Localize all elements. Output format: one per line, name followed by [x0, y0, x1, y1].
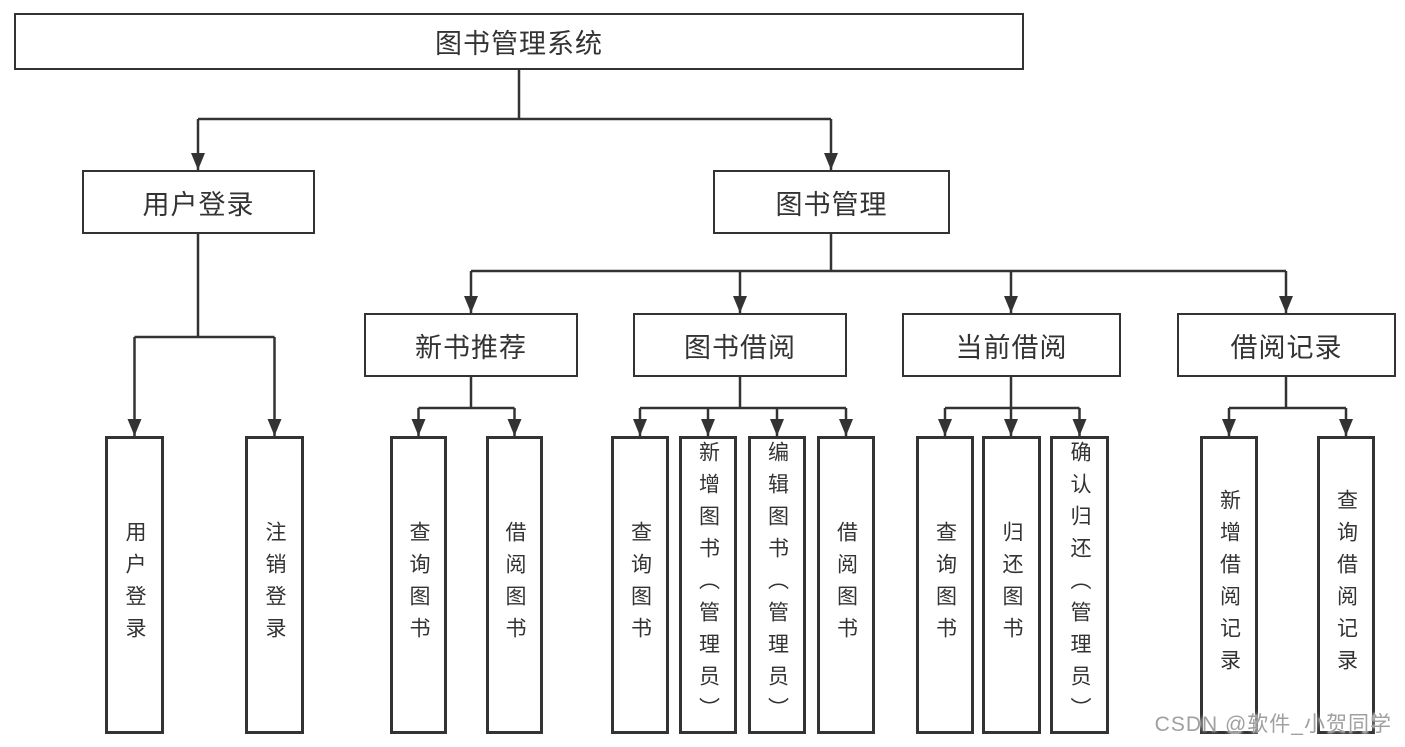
node-borrow-records: 借阅记录 — [1177, 313, 1396, 377]
leaf-bb-edit-books-label: 编辑图书（管理员） — [765, 441, 789, 729]
leaf-user-login: 用户登录 — [105, 436, 164, 734]
node-new-book-recommend-label: 新书推荐 — [415, 332, 527, 363]
node-book-borrow-label: 图书借阅 — [684, 332, 796, 363]
leaf-logout: 注销登录 — [245, 436, 304, 734]
leaf-br-add-record: 新增借阅记录 — [1200, 436, 1258, 734]
node-book-management: 图书管理 — [713, 170, 950, 234]
leaf-bb-borrow-books-label: 借阅图书 — [834, 521, 858, 649]
node-user-login: 用户登录 — [82, 170, 315, 234]
tree-spine-lines — [134, 70, 1346, 410]
leaf-user-login-label: 用户登录 — [123, 521, 146, 649]
leaf-bb-query-books-label: 查询图书 — [628, 521, 652, 649]
leaf-br-query-record: 查询借阅记录 — [1317, 436, 1375, 734]
node-current-borrow: 当前借阅 — [902, 313, 1121, 377]
node-root-label: 图书管理系统 — [435, 29, 603, 59]
node-current-borrow-label: 当前借阅 — [955, 332, 1068, 363]
node-user-login-label: 用户登录 — [142, 189, 255, 220]
leaf-bb-add-books: 新增图书（管理员） — [679, 436, 737, 734]
leaf-cb-return-books: 归还图书 — [982, 436, 1041, 734]
leaf-bb-edit-books: 编辑图书（管理员） — [748, 436, 806, 734]
tree-arrow-lines — [127, 119, 1353, 436]
leaf-cb-confirm-return: 确认归还（管理员） — [1050, 436, 1109, 734]
leaf-nbr-query-books: 查询图书 — [390, 436, 447, 734]
leaf-bb-add-books-label: 新增图书（管理员） — [696, 441, 720, 729]
leaf-br-add-record-label: 新增借阅记录 — [1217, 489, 1241, 681]
node-root: 图书管理系统 — [14, 13, 1024, 70]
leaf-logout-label: 注销登录 — [263, 521, 286, 649]
leaf-nbr-query-books-label: 查询图书 — [407, 521, 430, 649]
leaf-br-query-record-label: 查询借阅记录 — [1334, 489, 1358, 681]
csdn-watermark: CSDN @软件_小贺同学 — [1154, 713, 1392, 736]
leaf-cb-query-books-label: 查询图书 — [933, 521, 957, 649]
node-borrow-records-label: 借阅记录 — [1230, 332, 1343, 363]
node-book-borrow: 图书借阅 — [633, 313, 847, 377]
leaf-bb-borrow-books: 借阅图书 — [817, 436, 875, 734]
leaf-cb-confirm-return-label: 确认归还（管理员） — [1068, 441, 1091, 729]
leaf-cb-query-books: 查询图书 — [916, 436, 974, 734]
node-new-book-recommend: 新书推荐 — [364, 313, 578, 377]
leaf-nbr-borrow-books: 借阅图书 — [486, 436, 543, 734]
node-book-management-label: 图书管理 — [775, 189, 888, 220]
leaf-cb-return-books-label: 归还图书 — [1000, 521, 1023, 649]
leaf-bb-query-books: 查询图书 — [611, 436, 669, 734]
leaf-nbr-borrow-books-label: 借阅图书 — [503, 521, 526, 649]
